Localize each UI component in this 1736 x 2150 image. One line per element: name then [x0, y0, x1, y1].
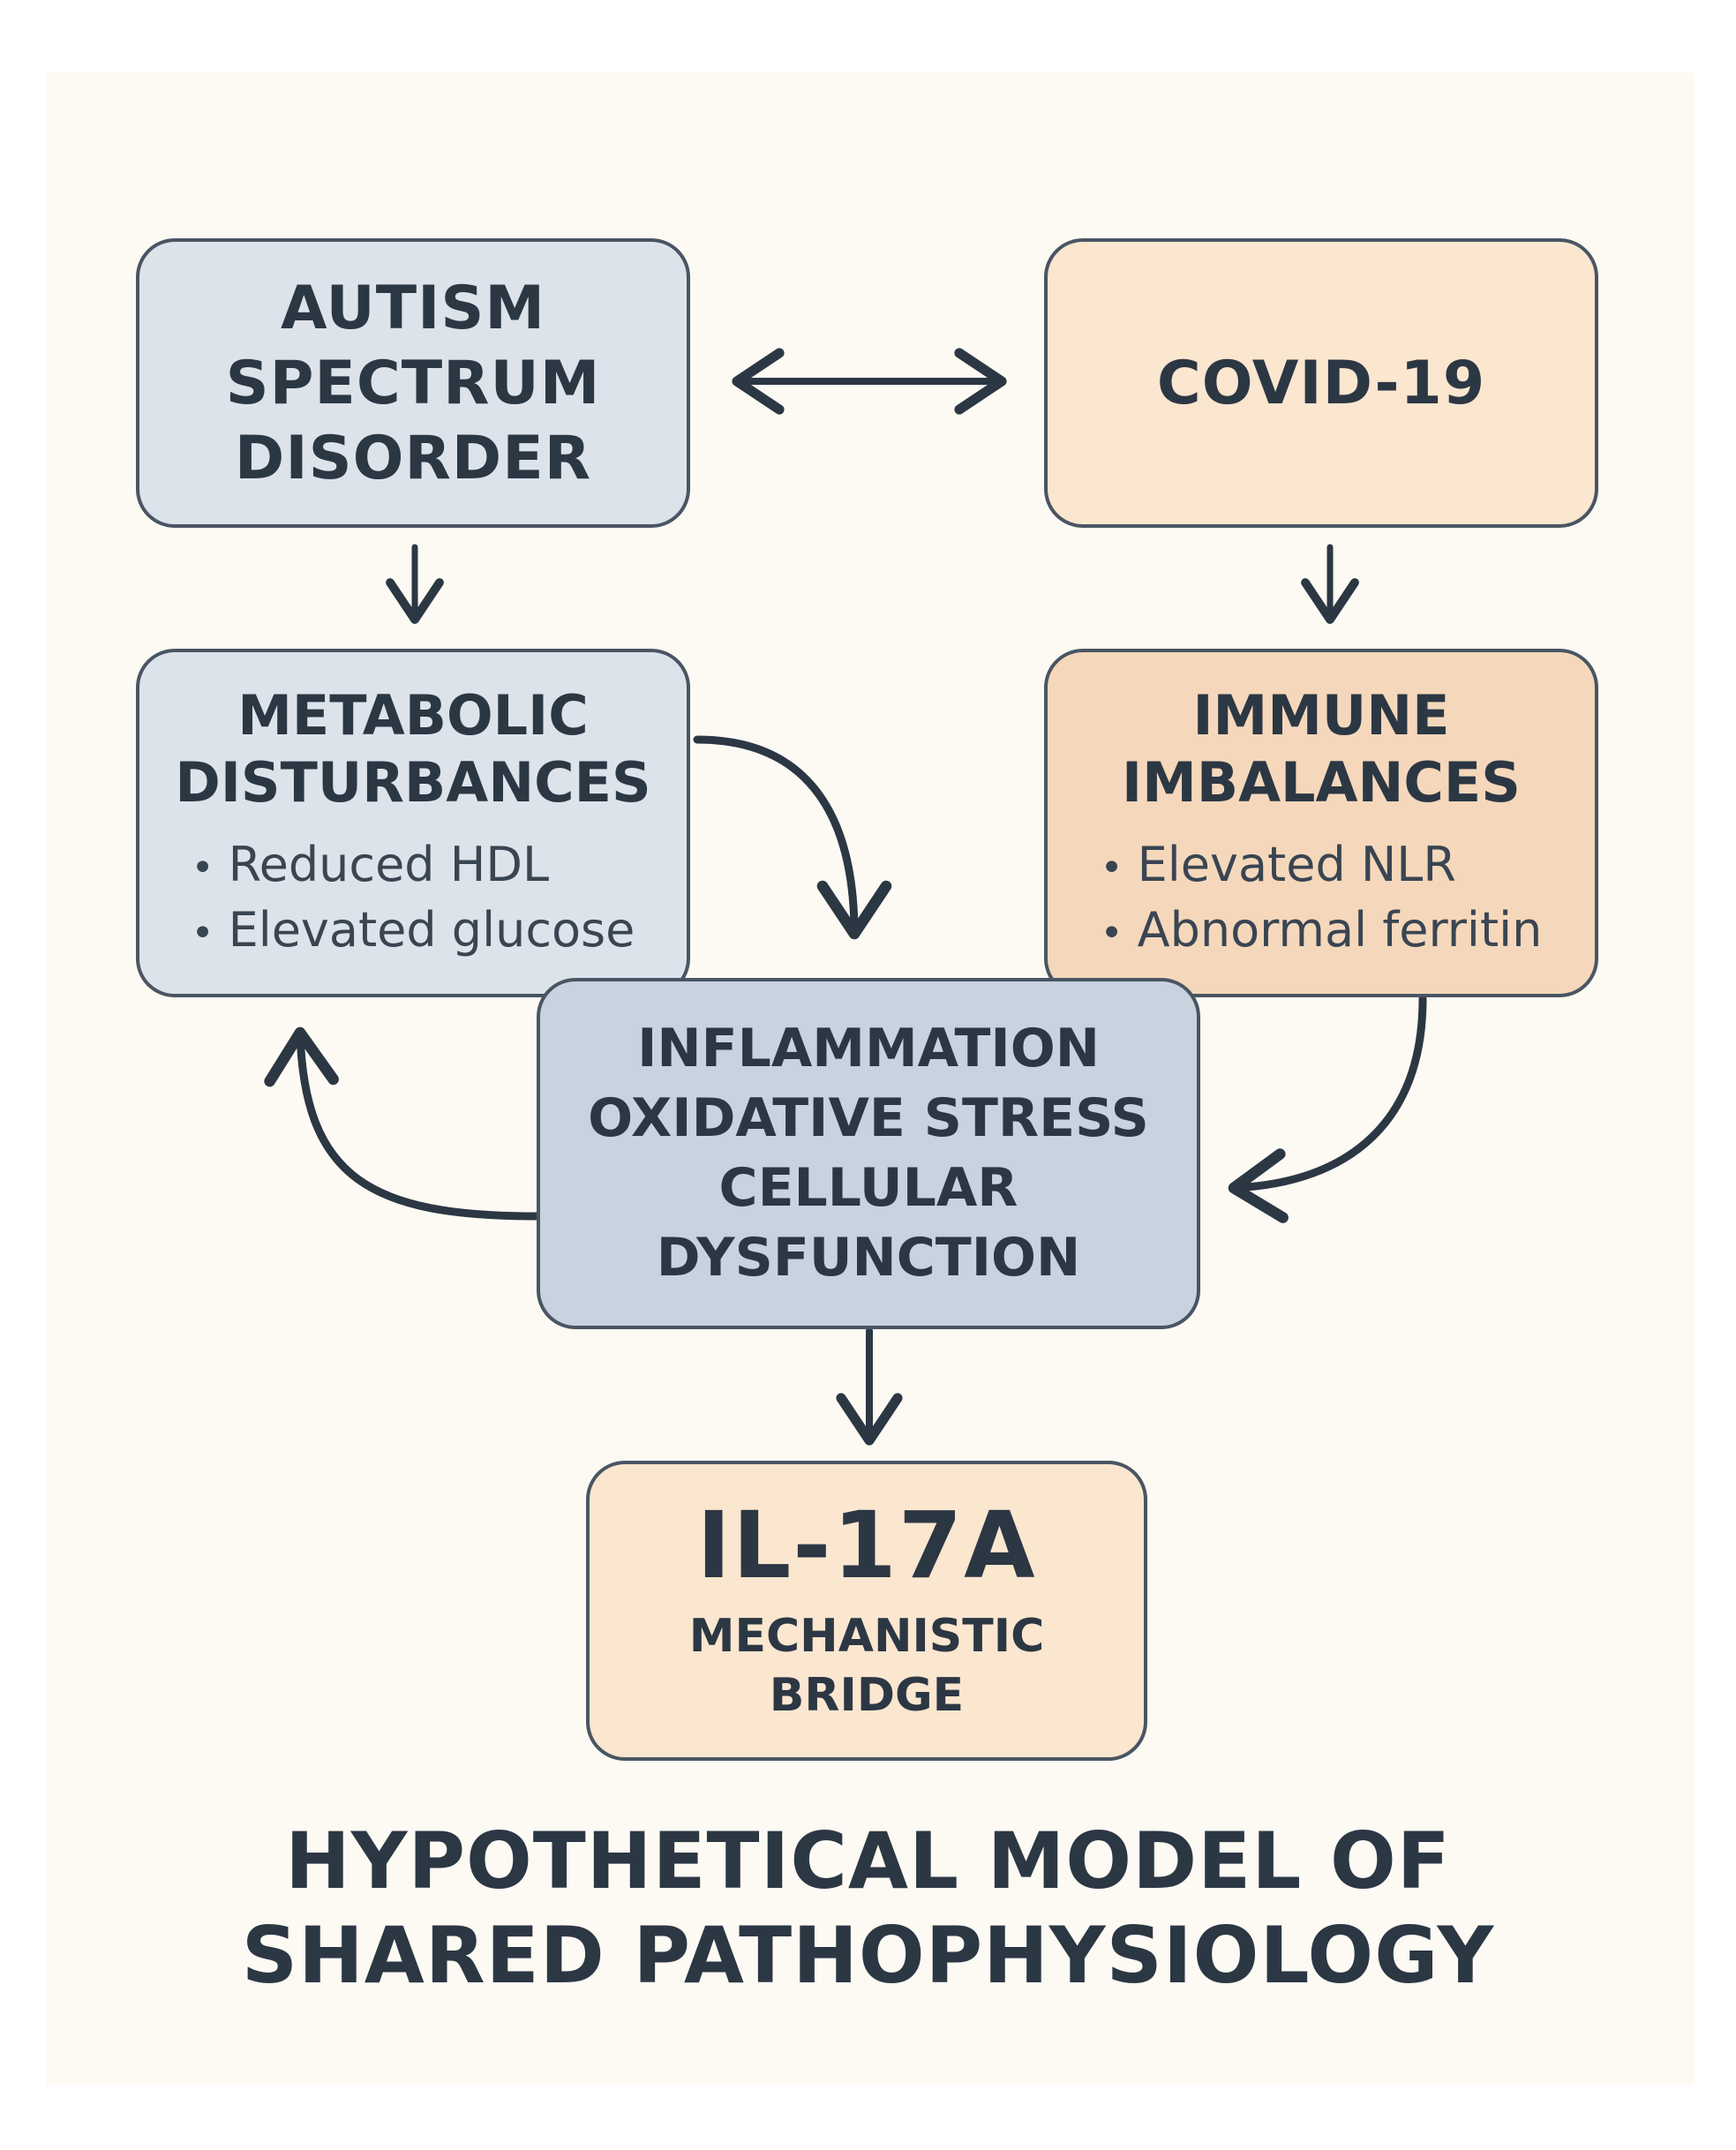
node-covid-19: COVID-19 — [1044, 238, 1598, 528]
arrow-immune-to-inflammation — [1228, 995, 1427, 1223]
node-covid-title: COVID-19 — [1156, 348, 1486, 418]
diagram-caption: HYPOTHETICAL MODEL OF SHARED PATHOPHYSIO… — [241, 1815, 1495, 2002]
node-inflammation-title: INFLAMMATION OXIDATIVE STRESS CELLULAR D… — [588, 1017, 1149, 1289]
bullet-abnormal-ferritin: Abnormal ferritin — [1101, 898, 1543, 964]
bullet-elevated-nlr: Elevated NLR — [1101, 832, 1543, 898]
immune-bullet-list: Elevated NLR Abnormal ferritin — [1101, 832, 1543, 964]
node-il17a-title: IL-17A — [696, 1492, 1037, 1600]
node-immune-imbalances: IMMUNE IMBALANCES Elevated NLR Abnormal … — [1044, 649, 1598, 997]
node-il-17a: IL-17A MECHANISTIC BRIDGE — [586, 1461, 1147, 1761]
node-metabolic-title: METABOLIC DISTURBANCES — [175, 683, 651, 815]
node-metabolic-disturbances: METABOLIC DISTURBANCES Reduced HDL Eleva… — [136, 649, 690, 997]
arrow-metabolic-to-inflammation — [693, 735, 892, 940]
bullet-elevated-glucose: Elevated glucose — [192, 898, 635, 964]
node-inflammation-oxidative-stress: INFLAMMATION OXIDATIVE STRESS CELLULAR D… — [537, 978, 1200, 1329]
node-il17a-subtitle: MECHANISTIC BRIDGE — [688, 1609, 1045, 1723]
node-autism-spectrum-disorder: AUTISM SPECTRUM DISORDER — [136, 238, 690, 528]
arrow-inflammation-to-metabolic — [264, 1026, 541, 1221]
node-immune-title: IMMUNE IMBALANCES — [1122, 683, 1521, 815]
metabolic-bullet-list: Reduced HDL Elevated glucose — [192, 832, 635, 964]
node-asd-title: AUTISM SPECTRUM DISORDER — [225, 273, 601, 493]
bullet-reduced-hdl: Reduced HDL — [192, 832, 635, 898]
